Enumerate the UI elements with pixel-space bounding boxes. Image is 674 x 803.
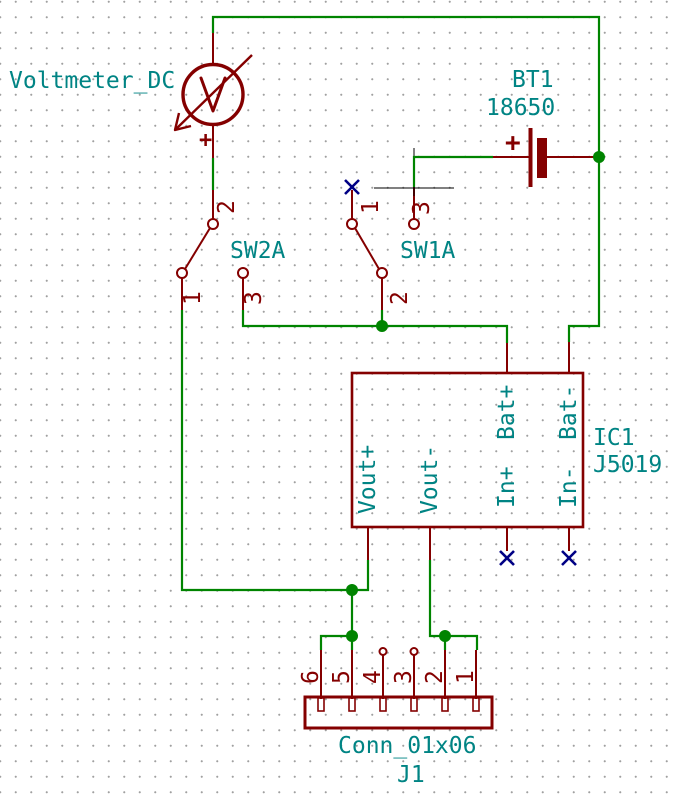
wire-voltmeter-to-battery-negative-rail[interactable] xyxy=(211,15,601,342)
sw1a-contact-3[interactable] xyxy=(408,218,420,230)
j1-pin3-number: 3 xyxy=(391,670,417,684)
j1-pin4-number: 4 xyxy=(360,670,386,684)
sw2a-contact-2[interactable] xyxy=(207,218,219,230)
junction-switch-row[interactable] xyxy=(376,320,388,332)
ic1-pin-label-bat-plus: Bat+ xyxy=(494,385,520,440)
battery-plus-sign[interactable]: + xyxy=(505,128,521,158)
j1-pin3-open-end[interactable] xyxy=(409,647,419,656)
wire-sw2a-to-vout-plus[interactable] xyxy=(180,310,370,592)
voltmeter-plus-sign[interactable]: + xyxy=(199,128,212,153)
voltmeter-arrow-head[interactable] xyxy=(173,112,192,132)
j1-pin6-number: 6 xyxy=(298,670,324,684)
junction-battery-negative[interactable] xyxy=(593,151,605,163)
switch-sw2a-symbol[interactable]: 2 1 3 SW2A xyxy=(176,190,286,310)
ic1-pin-label-vout-plus: Vout+ xyxy=(355,445,381,514)
j1-socket-notch-1 xyxy=(472,697,480,712)
sw1a-contact-1[interactable] xyxy=(346,218,358,230)
ic1-pin-label-vout-minus: Vout- xyxy=(417,445,443,514)
sw2a-pin2-number[interactable]: 2 xyxy=(214,200,240,214)
j1-body-rect[interactable] xyxy=(303,695,494,730)
sw1a-pin3-number[interactable]: 3 xyxy=(409,201,435,215)
ic1-pin-label-in-minus: In- xyxy=(556,466,582,508)
sw1a-pin1-number[interactable]: 1 xyxy=(358,200,384,214)
sw2a-contact-1[interactable] xyxy=(176,267,188,279)
ic1-ref-label[interactable]: IC1 xyxy=(593,425,635,451)
sw1a-contact-2[interactable] xyxy=(376,267,388,279)
ic1-pin-label-in-plus: In+ xyxy=(494,466,520,508)
wire-sw1a-to-battery-positive[interactable] xyxy=(412,155,493,187)
no-connect-flag-ic1-in-plus[interactable] xyxy=(499,550,515,566)
ic1-value-label[interactable]: J5019 xyxy=(593,452,662,478)
sw1a-lever[interactable] xyxy=(354,227,380,270)
j1-pin2-number: 2 xyxy=(422,670,448,684)
wires[interactable] xyxy=(180,15,601,650)
junction-vout-plus[interactable] xyxy=(346,584,358,596)
voltmeter-symbol[interactable]: + Voltmeter_DC xyxy=(9,33,253,158)
j1-socket-notch-5 xyxy=(348,697,356,712)
wire-switch-row-to-bat-plus[interactable] xyxy=(241,310,509,343)
wire-vout-minus-to-connector[interactable] xyxy=(428,560,479,650)
j1-pin4-open-end[interactable] xyxy=(378,647,388,656)
voltmeter-body-circle[interactable] xyxy=(181,62,245,127)
battery-value-label[interactable]: 18650 xyxy=(486,95,555,121)
sw1a-pin2-number[interactable]: 2 xyxy=(387,291,413,305)
sw1a-ref-label[interactable]: SW1A xyxy=(400,238,456,264)
battery-symbol[interactable]: + BT1 18650 xyxy=(486,67,594,187)
sw2a-pin1-number[interactable]: 1 xyxy=(180,291,206,305)
j1-value-label[interactable]: Conn_01x06 xyxy=(338,733,476,759)
junctions[interactable] xyxy=(346,151,605,642)
j1-socket-notch-2 xyxy=(441,697,449,712)
ic1-module-symbol[interactable]: Vout+ Vout- Bat+ Bat- In+ In- IC1 J5019 xyxy=(350,342,662,566)
j1-pin5-number: 5 xyxy=(329,670,355,684)
j1-socket-notch-6 xyxy=(317,697,325,712)
battery-ref-label[interactable]: BT1 xyxy=(512,67,554,93)
junction-connector-pin5[interactable] xyxy=(346,630,358,642)
sw2a-contact-3[interactable] xyxy=(237,267,249,279)
j1-socket-notch-3 xyxy=(410,697,418,712)
ic1-body-rect[interactable] xyxy=(350,371,585,529)
voltmeter-letter-stroke[interactable] xyxy=(199,76,227,113)
sw2a-ref-label[interactable]: SW2A xyxy=(230,238,286,264)
j1-pin1-number: 1 xyxy=(453,670,479,684)
j1-ref-label[interactable]: J1 xyxy=(397,762,425,788)
battery-plate-short[interactable] xyxy=(537,138,547,178)
wire-connector-pins-6-5[interactable] xyxy=(319,634,354,650)
junction-connector-pin2[interactable] xyxy=(439,630,451,642)
switch-sw1a-symbol[interactable]: 1 3 2 SW1A xyxy=(344,179,456,310)
voltmeter-name-label[interactable]: Voltmeter_DC xyxy=(9,68,175,94)
j1-socket-notch-4 xyxy=(379,697,387,712)
voltmeter-arrow-shaft[interactable] xyxy=(174,54,253,131)
ic1-pin-label-bat-minus: Bat- xyxy=(556,385,582,440)
no-connect-flag-sw1a-pin1[interactable] xyxy=(344,179,360,195)
j1-connector-symbol[interactable]: 6 5 4 3 2 1 Conn_01x06 J1 xyxy=(298,647,494,788)
no-connect-flag-ic1-in-minus[interactable] xyxy=(561,550,577,566)
sw2a-pin3-number[interactable]: 3 xyxy=(241,291,267,305)
sw2a-lever[interactable] xyxy=(184,227,211,270)
